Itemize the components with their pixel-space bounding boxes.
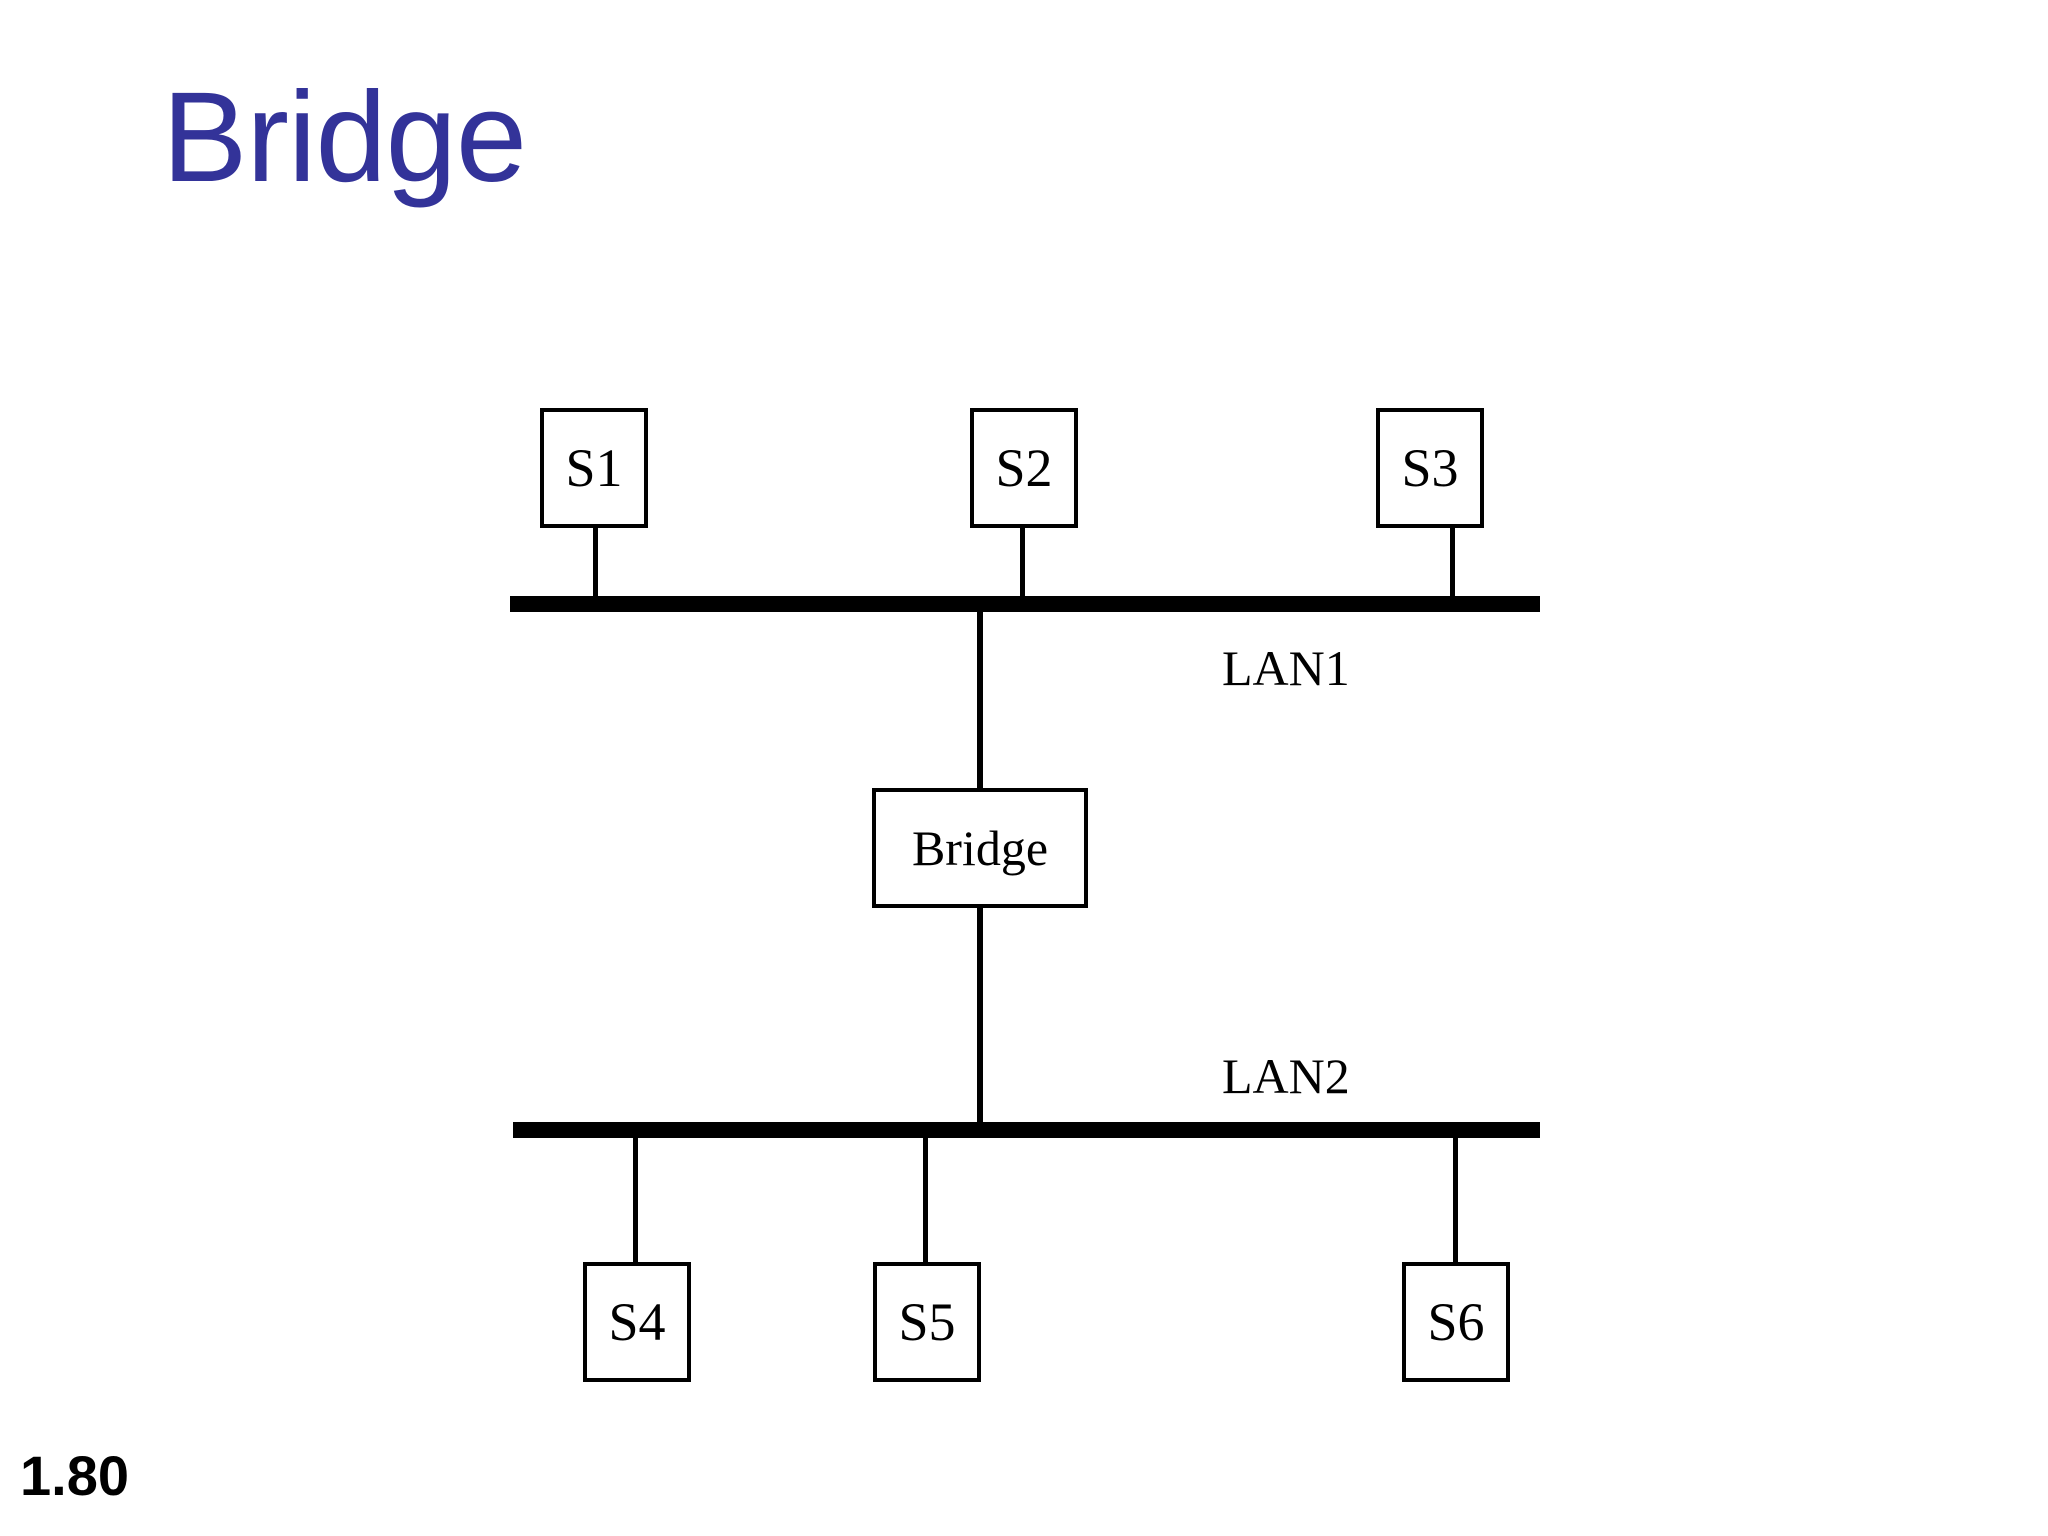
drop-line-s2-to-lan1 (1020, 526, 1025, 604)
station-node-s6[interactable]: S6 (1402, 1262, 1510, 1382)
bridge-node[interactable]: Bridge (872, 788, 1088, 908)
bridge-uplink-line (977, 610, 983, 790)
station-node-s3[interactable]: S3 (1376, 408, 1484, 528)
lan2-bus-bar (513, 1122, 1540, 1138)
station-node-s2[interactable]: S2 (970, 408, 1078, 528)
lan2-label: LAN2 (1222, 1048, 1350, 1104)
slide-number: 1.80 (20, 1444, 129, 1507)
lan1-bus-bar (510, 596, 1540, 612)
page-title: Bridge (162, 66, 527, 209)
drop-line-s3-to-lan1 (1450, 526, 1455, 604)
drop-line-lan2-to-s6 (1453, 1136, 1458, 1264)
drop-line-lan2-to-s4 (633, 1136, 638, 1264)
lan1-label: LAN1 (1222, 640, 1350, 696)
station-node-s1[interactable]: S1 (540, 408, 648, 528)
station-node-s5[interactable]: S5 (873, 1262, 981, 1382)
bridge-downlink-line (977, 906, 983, 1132)
drop-line-s1-to-lan1 (593, 526, 598, 604)
drop-line-lan2-to-s5 (923, 1136, 928, 1264)
station-node-s4[interactable]: S4 (583, 1262, 691, 1382)
